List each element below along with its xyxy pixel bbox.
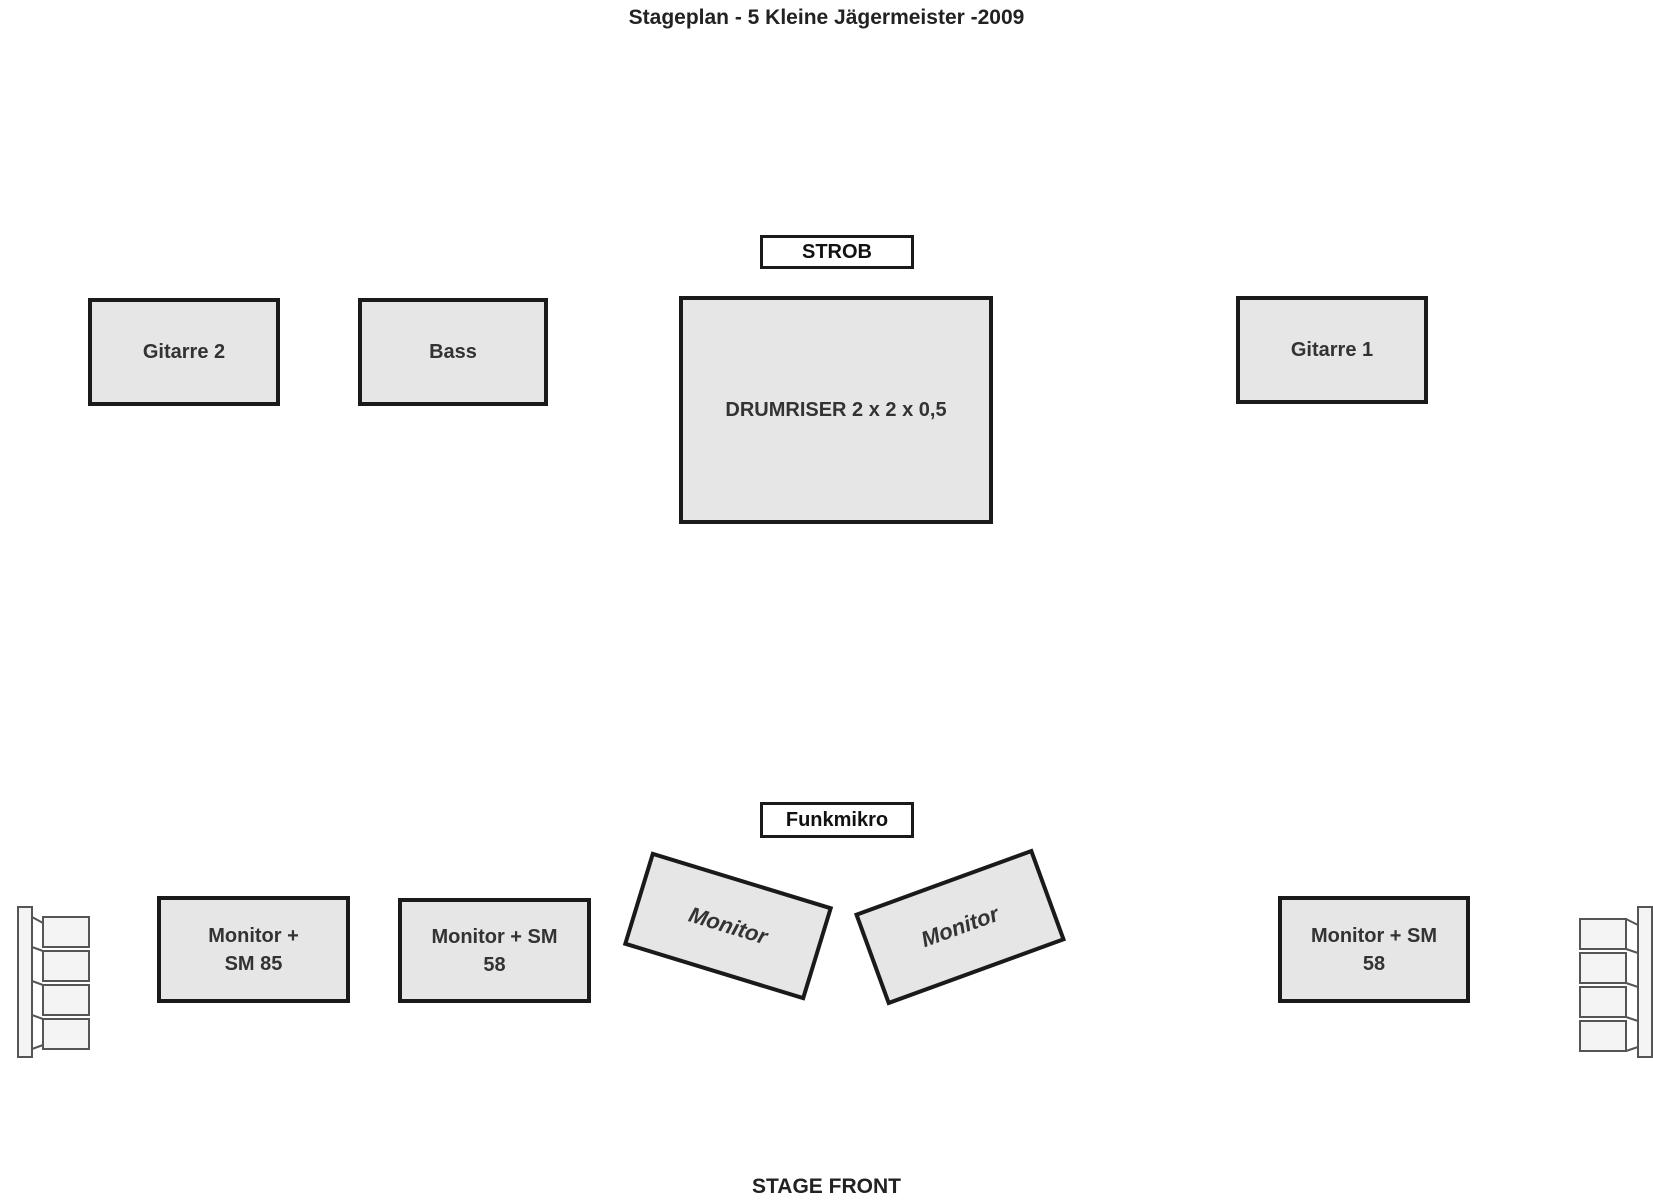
pa-speaker-stack-left-icon [17,906,90,1058]
guitar1-label: Gitarre 1 [1290,339,1374,361]
monitor-sm85-line1: Monitor + [208,924,299,947]
monitor-wedge-left-label: Monitor [686,901,771,949]
monitor-sm58-right-line2: 58 [1362,952,1386,975]
stageplan-title: Stageplan - 5 Kleine Jägermeister -2009 [628,6,1025,29]
monitor-sm58-right-line1: Monitor + SM [1310,924,1438,947]
wireless-mic-label: Funkmikro [760,802,914,838]
monitor-sm58-left: Monitor + SM 58 [398,898,591,1003]
monitor-sm58-right: Monitor + SM 58 [1278,896,1470,1003]
monitor-wedge-right: Monitor [853,848,1067,1006]
pa-speaker-stack-right-icon [1579,906,1653,1058]
wireless-mic-label-text: Funkmikro [785,808,889,831]
monitor-sm85-label: Monitor + SM 85 [208,922,299,978]
stage-front-label: STAGE FRONT [752,1175,901,1198]
monitor-sm58-left-line2: 58 [483,953,506,976]
strobe-label: STROB [760,235,914,269]
bass-amp: Bass [358,298,548,406]
monitor-wedge-right-label: Monitor [917,900,1002,952]
drumriser-label: DRUMRISER 2 x 2 x 0,5 [725,399,947,421]
monitor-sm58-right-label: Monitor + SM 58 [1311,922,1437,978]
monitor-sm58-left-line1: Monitor + SM [431,925,558,948]
bass-label: Bass [429,341,477,363]
strobe-label-text: STROB [802,240,872,263]
monitor-sm85: Monitor + SM 85 [157,896,350,1003]
monitor-wedge-left: Monitor [622,851,834,1001]
guitar2-amp: Gitarre 2 [88,298,280,406]
drumriser: DRUMRISER 2 x 2 x 0,5 [679,296,993,524]
guitar1-amp: Gitarre 1 [1236,296,1428,404]
monitor-sm58-left-label: Monitor + SM 58 [431,923,557,979]
monitor-sm85-line2: SM 85 [224,952,283,975]
guitar2-label: Gitarre 2 [142,341,226,363]
